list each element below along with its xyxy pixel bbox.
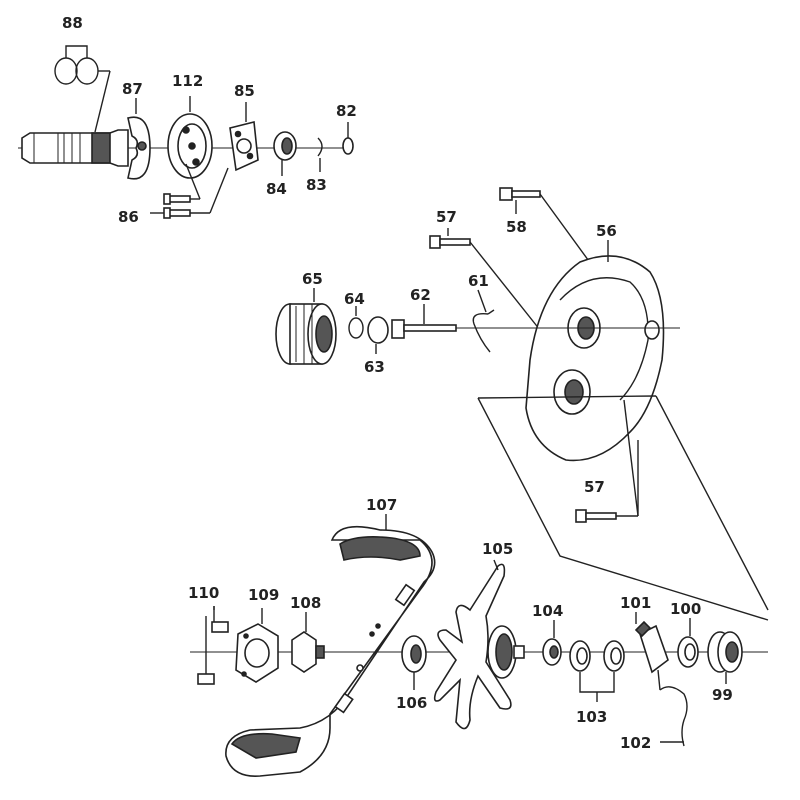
part-83-clip	[317, 137, 323, 172]
part-61-clip	[472, 289, 495, 353]
shaft-assembly	[18, 45, 354, 219]
part-106-bushing	[401, 635, 427, 690]
part-104-washer	[542, 620, 562, 666]
part-85-plate	[229, 102, 259, 172]
label-110: 110	[188, 584, 219, 602]
label-106: 106	[396, 694, 427, 712]
label-64: 64	[344, 290, 365, 308]
part-110-screws	[197, 606, 229, 685]
label-58: 58	[506, 218, 527, 236]
label-86: 86	[118, 208, 139, 226]
side-plate-assembly	[275, 187, 769, 621]
label-102: 102	[620, 734, 651, 752]
part-86-screws	[150, 163, 229, 219]
part-112-disc	[167, 96, 213, 179]
label-82: 82	[336, 102, 357, 120]
label-107: 107	[366, 496, 397, 514]
label-109: 109	[248, 586, 279, 604]
label-104: 104	[532, 602, 563, 620]
label-103: 103	[576, 708, 607, 726]
label-100: 100	[670, 600, 701, 618]
label-63: 63	[364, 358, 385, 376]
part-57-upper-screw	[429, 228, 541, 331]
part-84-bearing	[273, 131, 297, 176]
label-62: 62	[410, 286, 431, 304]
handle-assembly	[190, 514, 768, 777]
shaft	[21, 129, 129, 167]
label-85: 85	[234, 82, 255, 100]
part-101-ratchet	[634, 612, 669, 674]
part-65-cylinder	[275, 288, 337, 365]
part-87	[127, 98, 151, 180]
part-108-nut	[291, 612, 325, 673]
label-105: 105	[482, 540, 513, 558]
label-101: 101	[620, 594, 651, 612]
label-112: 112	[172, 72, 203, 90]
label-99: 99	[712, 686, 733, 704]
label-57-upper: 57	[436, 208, 457, 226]
label-57-lower: 57	[584, 478, 605, 496]
part-56-side-cover	[525, 240, 665, 462]
part-labels: 88 87 112 85 82 84 83 86 57 58 56 65 64 …	[62, 14, 733, 752]
part-103-washers	[569, 640, 625, 702]
part-88-o-rings	[54, 45, 111, 133]
part-100-ring	[677, 618, 699, 668]
part-107-handle	[225, 514, 436, 777]
part-62-pin	[391, 304, 457, 339]
part-109-plate	[235, 608, 279, 683]
label-65: 65	[302, 270, 323, 288]
label-61: 61	[468, 272, 489, 290]
part-64-ring	[348, 306, 364, 339]
part-99-bearing	[707, 631, 743, 684]
part-102-spring	[657, 669, 688, 747]
part-57-lower-screw	[575, 399, 639, 523]
part-63-washer	[367, 316, 389, 354]
part-105-star-drag	[433, 559, 525, 730]
label-56: 56	[596, 222, 617, 240]
label-83: 83	[306, 176, 327, 194]
label-84: 84	[266, 180, 287, 198]
part-82-washer	[342, 122, 354, 155]
label-87: 87	[122, 80, 143, 98]
label-108: 108	[290, 594, 321, 612]
label-88: 88	[62, 14, 83, 32]
